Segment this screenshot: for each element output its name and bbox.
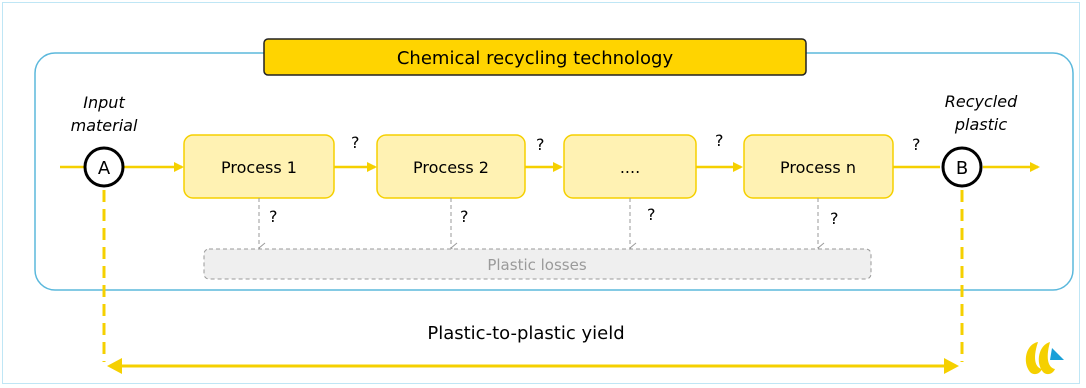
- process-label-ellipsis: ....: [620, 158, 640, 177]
- process-box-ellipsis: ....: [563, 134, 697, 199]
- title-text: Chemical recycling technology: [397, 48, 674, 69]
- flow-question-1: ?: [351, 133, 360, 152]
- flow-question-4: ?: [912, 135, 921, 154]
- loss-question-2: ?: [460, 207, 469, 226]
- yield-arrow: [107, 358, 959, 374]
- input-label-line2: material: [71, 116, 138, 135]
- node-b: [941, 146, 983, 188]
- flow-question-2: ?: [536, 135, 545, 154]
- figure-frame: [2, 2, 1080, 384]
- loss-question-4: ?: [830, 209, 839, 228]
- loss-question-3: ?: [647, 205, 656, 224]
- process-box-n: Process n: [743, 134, 894, 199]
- input-label-line1: Input: [83, 93, 125, 112]
- process-box-1: Process 1: [183, 134, 335, 199]
- process-label-2: Process 2: [413, 158, 489, 177]
- plastic-losses-box: [203, 248, 872, 280]
- process-label-1: Process 1: [221, 158, 297, 177]
- loss-arrows: [258, 198, 825, 254]
- yield-label: Plastic-to-plastic yield: [427, 323, 624, 344]
- logo-icon: [1025, 342, 1064, 375]
- output-label-line2: plastic: [954, 115, 1007, 134]
- node-a-label: A: [98, 158, 111, 179]
- process-label-n: Process n: [780, 158, 856, 177]
- output-label-line1: Recycled: [945, 92, 1018, 111]
- loss-question-1: ?: [269, 207, 278, 226]
- node-a: [83, 146, 125, 188]
- flow-question-3: ?: [715, 131, 724, 150]
- node-b-label: B: [956, 158, 968, 179]
- title-box: [263, 38, 807, 76]
- plastic-losses-label: Plastic losses: [487, 256, 586, 274]
- yield-boundaries: [102, 190, 964, 362]
- process-box-2: Process 2: [376, 134, 526, 199]
